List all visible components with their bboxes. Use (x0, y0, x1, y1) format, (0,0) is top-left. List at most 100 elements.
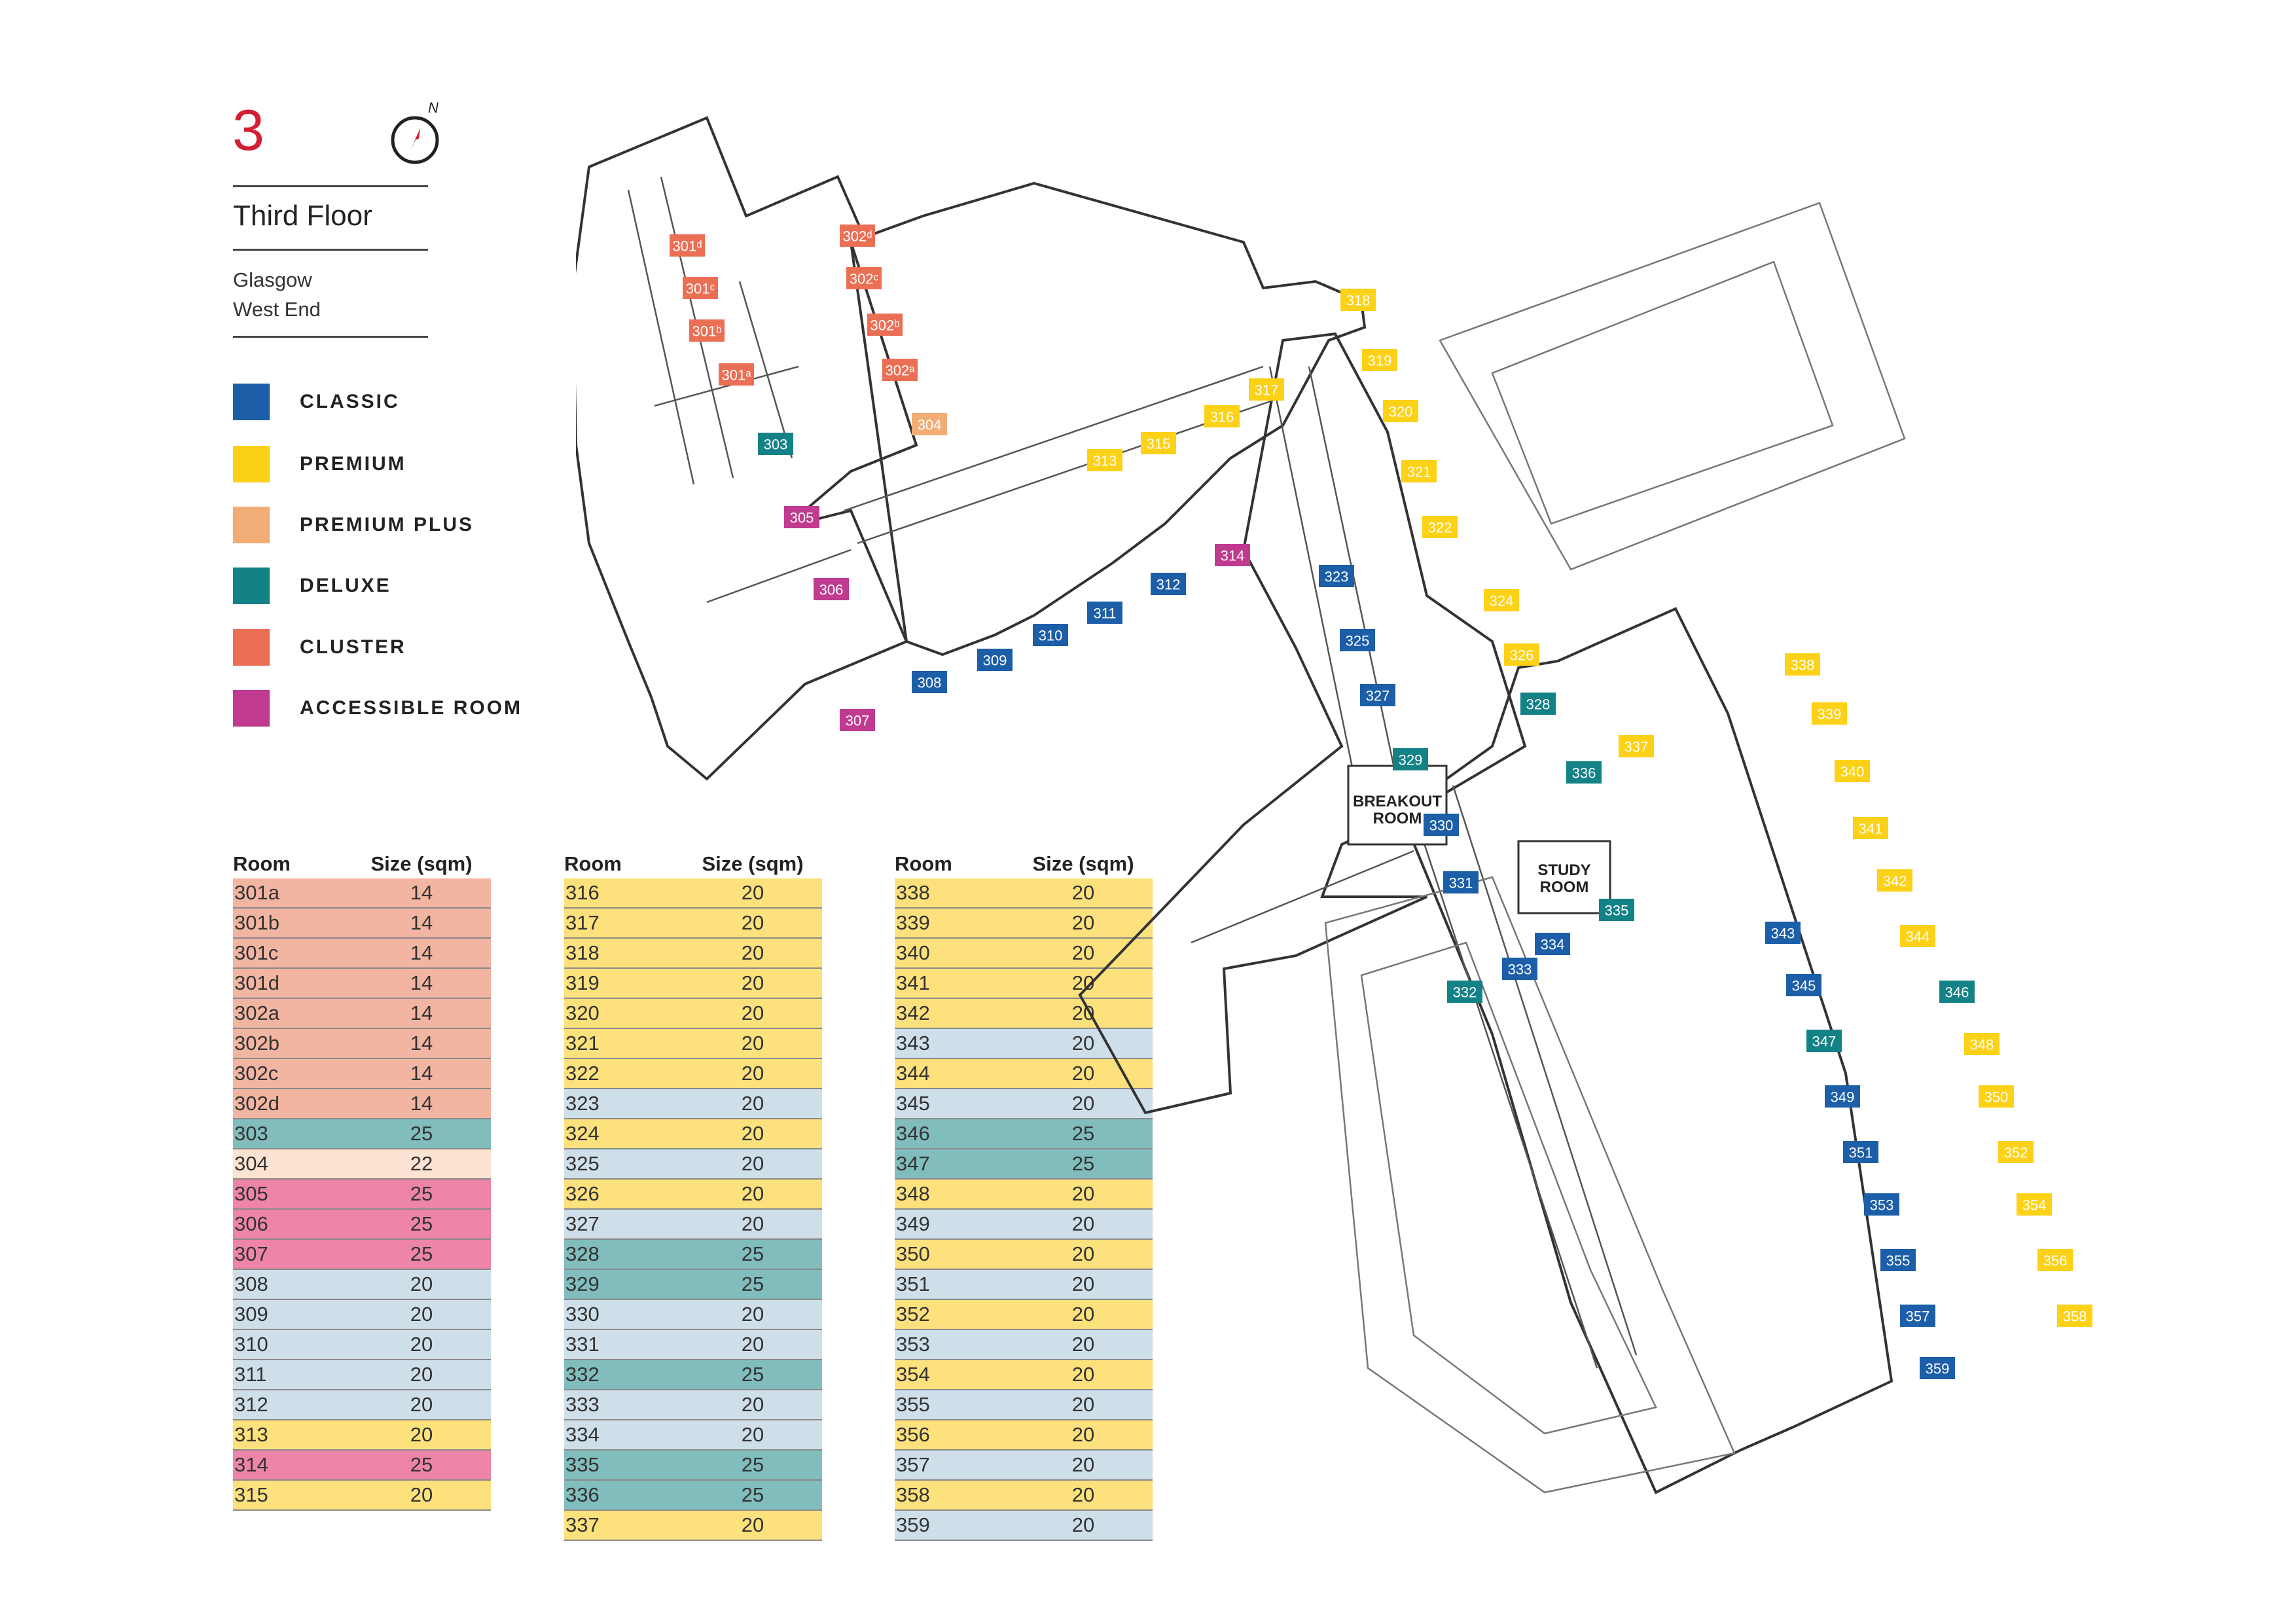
room-size-cell: 25 (683, 1480, 822, 1511)
room-tag: 312 (1151, 573, 1186, 595)
svg-text:307: 307 (846, 713, 870, 729)
svg-text:328: 328 (1526, 696, 1551, 713)
room-size-cell: 20 (352, 1269, 491, 1300)
location-district: West End (233, 298, 321, 321)
room-tag: 345 (1786, 974, 1821, 996)
svg-text:302ᶜ: 302ᶜ (850, 271, 879, 287)
svg-text:ROOM: ROOM (1540, 878, 1589, 896)
room-tag: 301ᵈ (670, 234, 705, 257)
room-tag: 359 (1920, 1357, 1955, 1379)
room-tag: 332 (1447, 981, 1482, 1003)
room-size-cell: 20 (1014, 1390, 1153, 1420)
legend-swatch (233, 629, 270, 666)
svg-text:325: 325 (1346, 633, 1370, 649)
svg-text:340: 340 (1840, 764, 1865, 780)
room-size-cell: 20 (352, 1360, 491, 1390)
svg-text:347: 347 (1812, 1034, 1837, 1050)
room-tag: 307 (840, 709, 875, 731)
room-size-cell: 20 (352, 1329, 491, 1360)
room-tag: 308 (912, 671, 947, 693)
room-size-cell: 14 (352, 938, 491, 969)
svg-text:306: 306 (819, 582, 844, 598)
room-size-cell: 14 (352, 968, 491, 999)
room-tag: 335 (1599, 899, 1634, 921)
legend-swatch (233, 507, 270, 543)
room-number-cell: 336 (564, 1480, 683, 1511)
room-tag: 301ᵃ (719, 363, 754, 386)
room-tag: 302ᵇ (867, 314, 903, 336)
room-size-cell: 20 (352, 1420, 491, 1451)
room-number-cell: 322 (564, 1058, 683, 1089)
room-size-cell: 25 (1014, 1149, 1153, 1180)
svg-text:304: 304 (918, 417, 942, 433)
room-size-cell: 14 (352, 998, 491, 1029)
room-tag: 322 (1422, 516, 1458, 538)
svg-text:356: 356 (2043, 1253, 2068, 1269)
room-number-cell: 351 (895, 1269, 1014, 1300)
room-size-cell: 20 (683, 1179, 822, 1210)
svg-text:357: 357 (1906, 1308, 1930, 1325)
room-number-cell: 307 (233, 1239, 352, 1270)
room-tag: 354 (2017, 1193, 2052, 1216)
room-number-cell: 359 (895, 1510, 1014, 1541)
room-size-cell: 25 (1014, 1119, 1153, 1149)
room-tag: 333 (1502, 958, 1537, 980)
room-number-cell: 301d (233, 968, 352, 999)
legend-swatch (233, 568, 270, 604)
room-size-cell: 20 (1014, 1299, 1153, 1330)
room-size-cell: 20 (683, 1329, 822, 1360)
room-tag: 327 (1360, 684, 1395, 706)
room-number-cell: 303 (233, 1119, 352, 1149)
svg-text:350: 350 (1984, 1089, 2009, 1106)
room-tag: 317 (1249, 378, 1284, 401)
compass-north-label: N (428, 99, 439, 116)
room-tag: 338 (1785, 653, 1820, 676)
room-number-cell: 356 (895, 1420, 1014, 1451)
room-tag: 337 (1619, 735, 1654, 757)
room-size-cell: 25 (683, 1269, 822, 1300)
room-number-cell: 302a (233, 998, 352, 1029)
room-tag: 334 (1535, 933, 1570, 955)
legend-item: ACCESSIBLE ROOM (233, 689, 522, 727)
room-tag: 314 (1215, 544, 1250, 566)
svg-text:353: 353 (1870, 1197, 1894, 1214)
room-number-cell: 325 (564, 1149, 683, 1180)
room-number-cell: 304 (233, 1149, 352, 1180)
room-number-cell: 341 (895, 968, 1014, 999)
room-tag: 348 (1964, 1033, 2000, 1055)
column-header-room: Room (895, 852, 952, 875)
room-tag: 302ᵈ (840, 225, 875, 247)
room-tag: 356 (2037, 1249, 2073, 1271)
room-number-cell: 346 (895, 1119, 1014, 1149)
svg-text:311: 311 (1093, 605, 1116, 622)
room-size-cell: 20 (683, 1119, 822, 1149)
room-number-cell: 301a (233, 878, 352, 909)
room-size-cell: 20 (1014, 1450, 1153, 1481)
svg-text:348: 348 (1970, 1037, 1994, 1053)
room-size-cell: 14 (352, 1028, 491, 1059)
room-number-cell: 302c (233, 1058, 352, 1089)
svg-text:344: 344 (1906, 929, 1930, 945)
room-tag: 351 (1843, 1141, 1878, 1163)
room-tag: 315 (1141, 432, 1176, 454)
room-tag: 349 (1825, 1085, 1860, 1108)
room-tags: 301ᵈ301ᶜ301ᵇ301ᵃ302ᵈ302ᶜ302ᵇ302ᵃ30330430… (670, 225, 2092, 1379)
svg-text:STUDY: STUDY (1537, 861, 1590, 879)
